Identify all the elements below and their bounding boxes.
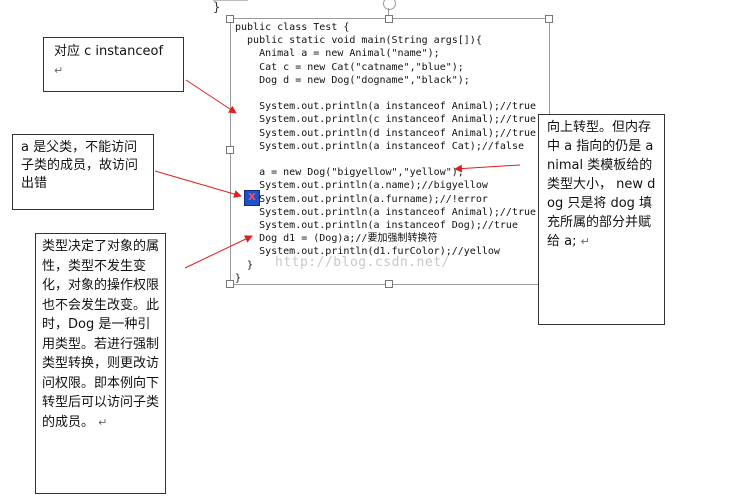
arrow-note4: [454, 164, 521, 173]
resize-handle-bottom-left[interactable]: [226, 280, 234, 288]
note-instanceof: 对应 c instanceof ↵: [43, 37, 184, 92]
code-line: Animal a = new Animal("name");: [235, 48, 440, 60]
code-line: }: [235, 272, 242, 284]
code-line: Dog d1 = (Dog)a;//要加强制转换符: [235, 233, 438, 245]
top-rule: [213, 0, 248, 1]
resize-handle-top-mid[interactable]: [385, 15, 393, 23]
resize-handle-bottom-mid[interactable]: [385, 280, 393, 288]
code-image-frame[interactable]: public class Test { public static void m…: [230, 18, 550, 285]
resize-handle-mid-left[interactable]: [226, 146, 234, 154]
paragraph-mark-icon: ↵: [580, 235, 590, 248]
code-line: System.out.println(d1.furColor);//yellow: [235, 246, 500, 258]
code-line: }: [235, 259, 254, 271]
note-parent-access-text: a 是父类，不能访问子类的成员，故访问出错: [21, 140, 139, 191]
resize-handle-top-left[interactable]: [226, 15, 234, 23]
code-line: System.out.println(a instanceof Animal);…: [235, 206, 537, 218]
paragraph-mark-icon: ↵: [54, 64, 64, 77]
note-upcasting: 向上转型。但内存中 a 指向的仍是 animal 类模板给的类型大小， new …: [538, 114, 665, 325]
rotation-handle[interactable]: [383, 0, 396, 10]
code-line: System.out.println(c instanceof Animal);…: [235, 114, 537, 126]
code-line: a = new Dog("bigyellow","yellow");: [235, 167, 464, 179]
code-line: public class Test {: [235, 22, 350, 33]
top-brace: }: [213, 0, 221, 14]
code-line: System.out.println(a instanceof Animal);…: [235, 101, 537, 113]
error-icon: X: [244, 190, 260, 206]
note-type-determines-text: 类型决定了对象的属性，类型不发生变化，对象的操作权限也不会发生改变。此时，Dog…: [42, 239, 160, 430]
code-line: System.out.println(a instanceof Cat);//f…: [235, 140, 524, 152]
note-type-determines: 类型决定了对象的属性，类型不发生变化，对象的操作权限也不会发生改变。此时，Dog…: [35, 233, 166, 494]
rotation-handle-stem: [388, 8, 389, 18]
code-line: System.out.println(a.furname);//!error: [235, 193, 488, 205]
resize-handle-top-right[interactable]: [545, 15, 553, 23]
arrow-note1: [185, 79, 237, 114]
watermark-text: http://blog.csdn.net/: [275, 255, 450, 270]
code-line: System.out.println(d instanceof Animal);…: [235, 127, 537, 139]
code-line: Dog d = new Dog("dogname","black");: [235, 74, 470, 86]
arrow-note2: [154, 170, 242, 198]
note-parent-access: a 是父类，不能访问子类的成员，故访问出错: [12, 134, 154, 210]
code-line: System.out.println(a instanceof Dog);//t…: [235, 220, 518, 231]
code-line: System.out.println(a.name);//bigyellow: [235, 180, 488, 192]
note-upcasting-text: 向上转型。但内存中 a 指向的仍是 animal 类模板给的类型大小， new …: [547, 120, 656, 249]
arrow-note3: [184, 235, 253, 269]
code-line: Cat c = new Cat("catname","blue");: [235, 61, 464, 73]
note-instanceof-text: 对应 c instanceof: [54, 44, 164, 59]
paragraph-mark-icon: ↵: [98, 415, 108, 429]
code-line: public static void main(String args[]){: [235, 35, 482, 47]
